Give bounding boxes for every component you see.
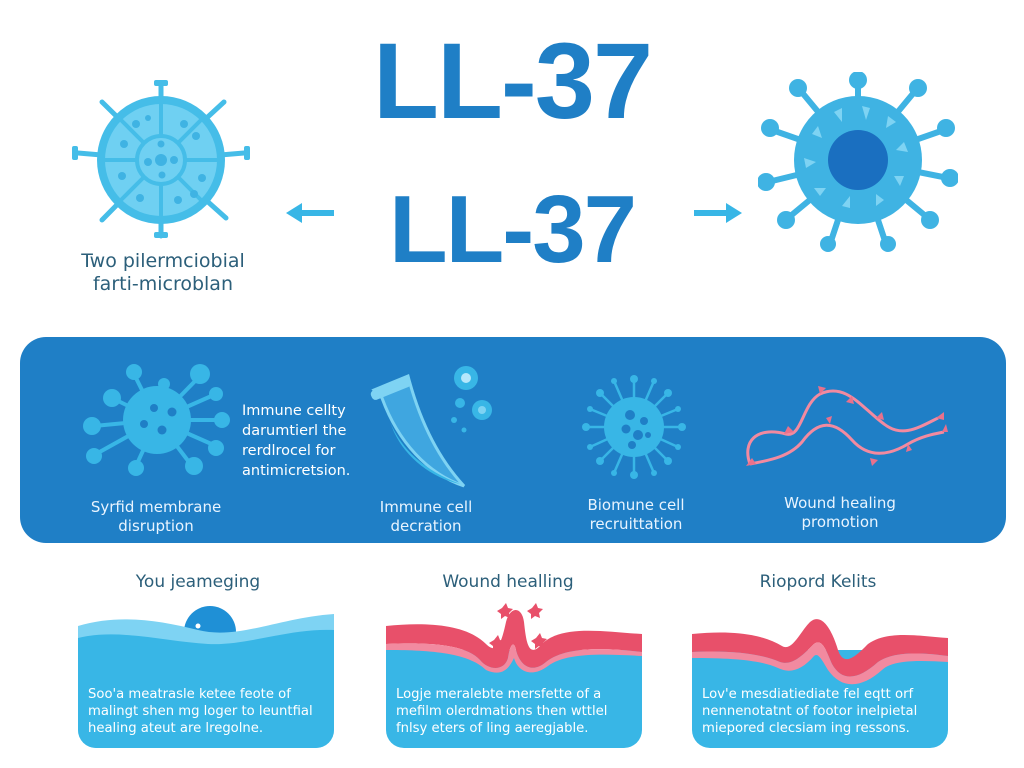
page-title: LL-37 <box>372 20 653 141</box>
card-title-1: You jeameging <box>135 572 261 592</box>
band-label-recruitment-line2: recruittation <box>589 515 683 533</box>
test-tube-icon <box>370 366 492 488</box>
arrow-left-icon <box>286 203 334 223</box>
band-label-immune-decration: Immune cell decration <box>356 498 496 536</box>
fiber-strand-icon <box>746 386 948 466</box>
page-subtitle: LL-37 <box>388 176 637 283</box>
card-3-text-line2: nennenotatnt of footor inelpietal <box>702 704 918 719</box>
card-2: Logje meralebte mersfette of a mefilm ol… <box>386 600 642 748</box>
card-1: Soo'a meatrasle ketee feote of malingt s… <box>78 600 334 748</box>
card-3: Lov'e mesdiatiediate fel eqtt orf nennen… <box>692 600 948 748</box>
card-3-text-line3: miepored clecsiam ing ressons. <box>702 721 910 736</box>
band-label-membrane-line1: Syrfid membrane <box>90 498 222 516</box>
band-description-line2: darumtierl the <box>242 423 347 439</box>
virus-small-icon <box>582 375 686 479</box>
card-title-2: Wound healling <box>442 572 574 592</box>
band-description: Immune cellty darumtierl the rerdlrocel … <box>242 401 382 481</box>
band-label-membrane-line2: disruption <box>118 517 194 535</box>
card-title-3: Riopord Kelits <box>759 572 877 592</box>
band-label-wound-healing-line2: promotion <box>801 513 879 531</box>
card-3-text-line1: Lov'e mesdiatiediate fel eqtt orf <box>702 687 914 702</box>
card-3-text: Lov'e mesdiatiediate fel eqtt orf nennen… <box>702 686 942 737</box>
band-description-line1: Immune cellty <box>242 403 346 419</box>
card-2-text-line2: mefilm olerdmations then wttlel <box>396 704 608 719</box>
left-caption: Two pilermciobial farti-microblan <box>48 250 278 296</box>
left-caption-line2: farti-microblan <box>92 273 233 295</box>
band-label-recruitment-line1: Biomune cell <box>587 496 685 514</box>
bacteria-icon <box>83 364 230 476</box>
band-label-wound-healing-line1: Wound healing <box>784 494 896 512</box>
tissue-fold-icon <box>692 619 948 748</box>
wound-closure-icon <box>386 603 642 748</box>
water-bubble-icon <box>78 606 334 748</box>
arrow-right-icon <box>694 203 742 223</box>
band-label-wound-healing: Wound healing promotion <box>762 494 918 532</box>
band-description-line3: rerdlrocel for <box>242 443 336 459</box>
band-label-membrane: Syrfid membrane disruption <box>78 498 234 536</box>
card-2-text-line3: fnlsy eters of ling aeregjable. <box>396 721 589 736</box>
cell-wheel-icon <box>72 80 250 239</box>
card-1-text-line1: Soo'a meatrasle ketee feote of <box>88 687 291 702</box>
band-description-line4: antimicretsion. <box>242 463 351 479</box>
card-1-text-line3: healing ateut are lregolne. <box>88 721 264 736</box>
card-2-text: Logje meralebte mersfette of a mefilm ol… <box>396 686 636 737</box>
band-label-recruitment: Biomune cell recruittation <box>566 496 706 534</box>
card-2-text-line1: Logje meralebte mersfette of a <box>396 687 602 702</box>
band-label-immune-decration-line1: Immune cell <box>379 498 473 516</box>
card-1-text: Soo'a meatrasle ketee feote of malingt s… <box>88 686 328 737</box>
left-caption-line1: Two pilermciobial <box>81 250 245 272</box>
virus-icon <box>758 72 958 252</box>
band-label-immune-decration-line2: decration <box>390 517 462 535</box>
card-1-text-line2: malingt shen mg loger to leuntfial <box>88 704 313 719</box>
